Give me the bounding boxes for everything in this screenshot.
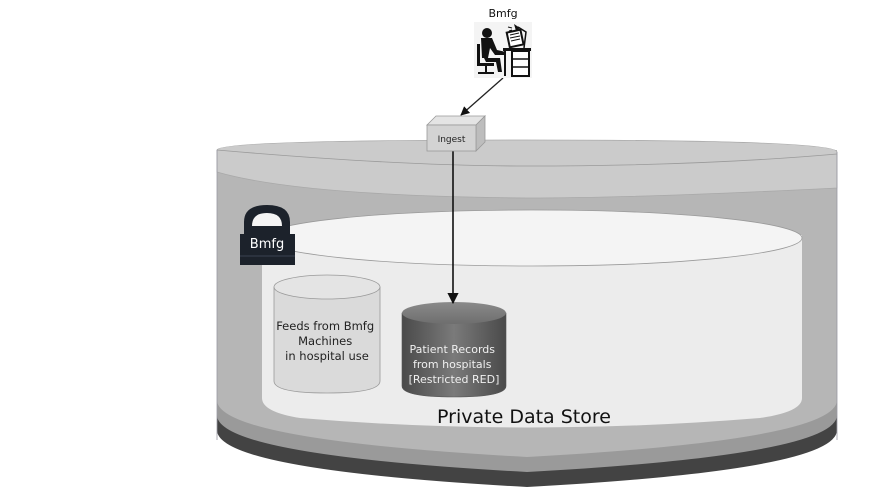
records-label-line-3: [Restricted RED] (409, 373, 500, 386)
ingest-label: Ingest (438, 135, 466, 145)
store-inner-wall (262, 230, 802, 428)
padlock-icon: Bmfg (240, 205, 295, 265)
svg-text:Feeds from Bmfg Machines: Feeds from Bmfg Machines in hospital use (276, 319, 378, 363)
ingest-box: Ingest (426, 115, 486, 152)
feeds-cylinder: Feeds from Bmfg Machines in hospital use (273, 274, 381, 394)
feeds-label-line-1: Feeds from Bmfg (276, 319, 374, 333)
store-label: Private Data Store (437, 406, 611, 428)
actor-to-ingest-arrow (460, 77, 504, 116)
store-inner-top (261, 209, 803, 267)
patient-records-cylinder: Patient Records from hospitals [Restrict… (401, 302, 507, 398)
records-label-line-2: from hospitals (413, 358, 492, 371)
actor-label: Bmfg (488, 7, 517, 20)
svg-text:Patient Records from hos: Patient Records from hospitals [Restrict… (409, 343, 500, 386)
person-at-computer-desk-icon: Bmfg (474, 7, 532, 78)
records-label-line-1: Patient Records (409, 343, 495, 356)
feeds-label-line-3: in hospital use (285, 349, 369, 363)
lock-label: Bmfg (250, 237, 284, 252)
feeds-label-line-2: Machines (298, 334, 352, 348)
